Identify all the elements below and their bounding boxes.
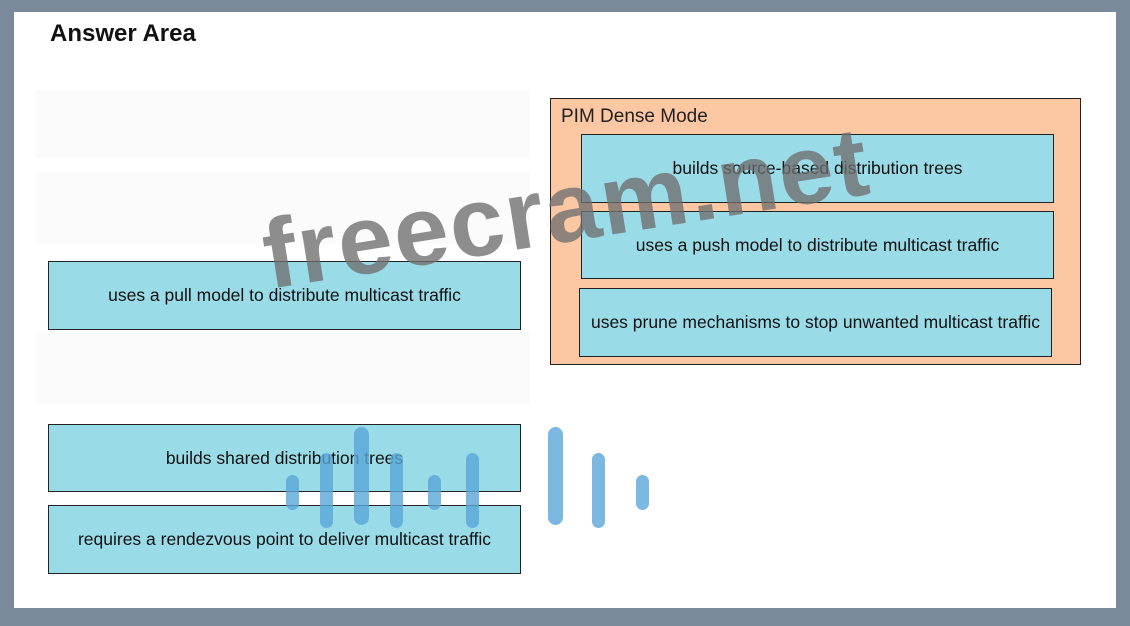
drag-item-label: uses a push model to distribute multicas…	[635, 234, 1000, 255]
drag-item-pull-model[interactable]: uses a pull model to distribute multicas…	[48, 261, 521, 330]
drag-item-label: requires a rendezvous point to deliver m…	[77, 529, 492, 549]
dropped-item-source-based-trees[interactable]: builds source-based distribution trees	[581, 134, 1054, 203]
empty-source-slot	[36, 90, 530, 158]
drag-item-rendezvous-point[interactable]: requires a rendezvous point to deliver m…	[48, 505, 521, 574]
drag-item-label: uses prune mechanisms to stop unwanted m…	[590, 312, 1041, 332]
empty-source-slot	[36, 332, 530, 404]
empty-source-slot	[36, 172, 530, 244]
dropped-item-prune-mechanisms[interactable]: uses prune mechanisms to stop unwanted m…	[579, 288, 1052, 357]
drag-item-shared-trees[interactable]: builds shared distribution trees	[48, 424, 521, 492]
drag-item-label: builds shared distribution trees	[165, 447, 404, 468]
answer-area-panel: Answer Area uses a pull model to distrib…	[14, 12, 1116, 608]
pim-dense-mode-dropzone[interactable]: PIM Dense Mode builds source-based distr…	[550, 98, 1081, 365]
answer-area-title: Answer Area	[50, 20, 196, 47]
dropzone-title: PIM Dense Mode	[561, 106, 708, 127]
dropped-item-push-model[interactable]: uses a push model to distribute multicas…	[581, 211, 1054, 279]
drag-item-label: builds source-based distribution trees	[672, 158, 963, 178]
drag-item-label: uses a pull model to distribute multicas…	[108, 285, 461, 305]
